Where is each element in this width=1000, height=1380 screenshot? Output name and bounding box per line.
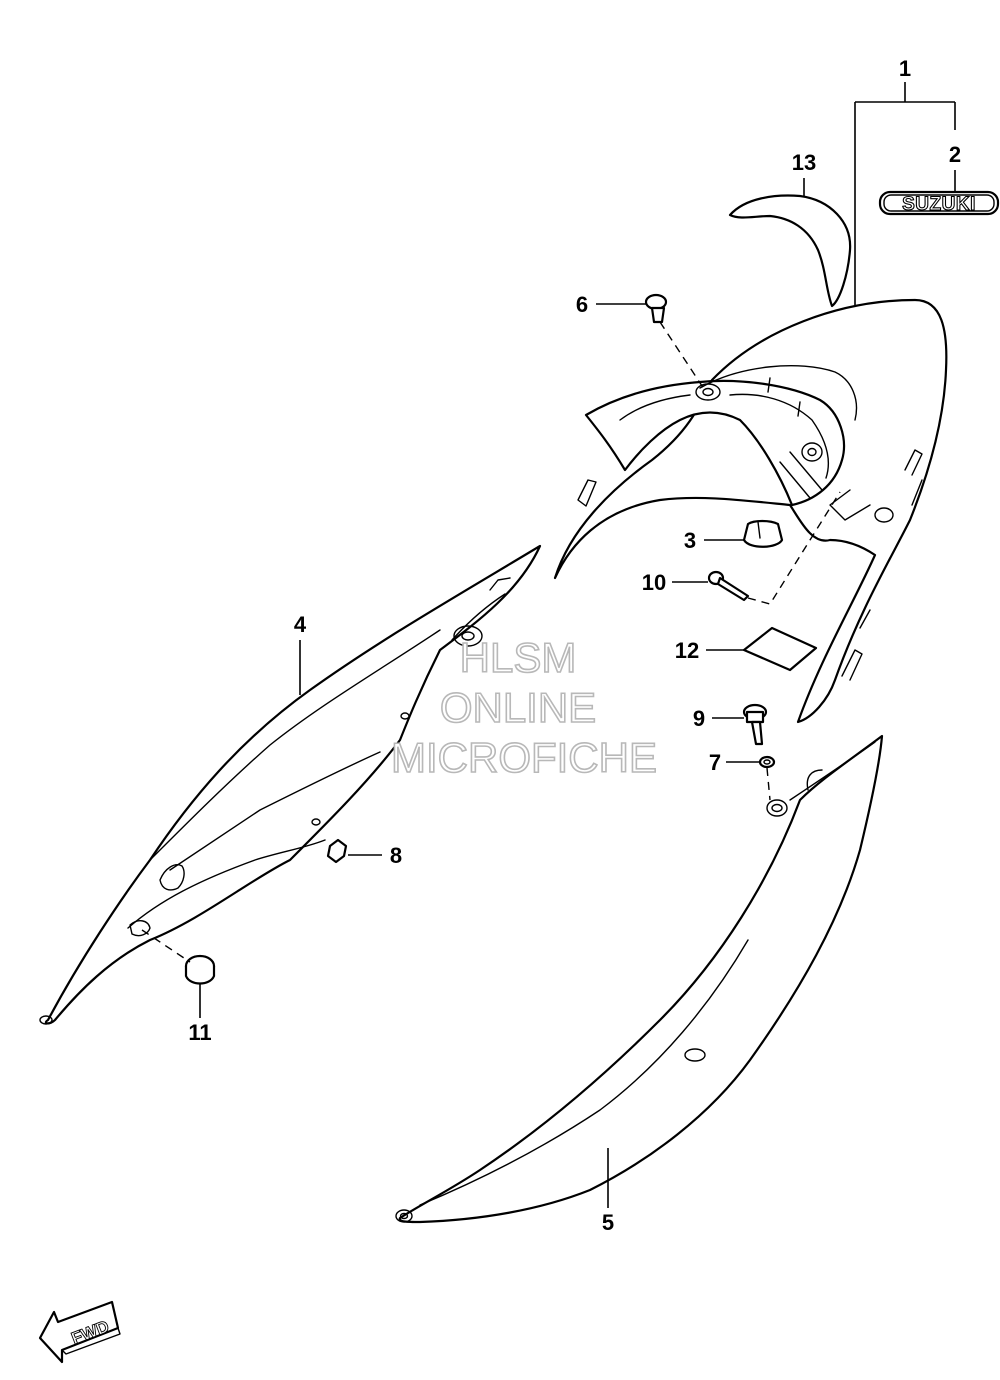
callout-7: 7 [709, 750, 721, 775]
part-9-bolt[interactable] [742, 703, 768, 746]
part-11-cushion[interactable] [184, 954, 216, 985]
callout-11: 11 [188, 1020, 211, 1045]
watermark: HLSM ONLINE MICROFICHE [390, 633, 658, 782]
part-4-left-side-cover[interactable] [39, 544, 542, 1025]
callout-5: 5 [602, 1210, 614, 1235]
assembly-line-11 [141, 929, 191, 963]
callout-4: 4 [294, 612, 307, 637]
watermark-line-3: MICROFICHE [391, 734, 657, 781]
part-10-screw[interactable] [707, 570, 750, 602]
assembly-line-10 [747, 491, 841, 605]
callout-10: 10 [642, 570, 666, 595]
callout-12: 12 [675, 638, 699, 663]
watermark-line-1: HLSM [460, 634, 577, 681]
part-5-right-side-cover[interactable] [395, 734, 884, 1224]
callout-1: 1 [899, 56, 911, 81]
watermark-line-2: ONLINE [440, 684, 596, 731]
part-3-cushion[interactable] [742, 519, 784, 548]
part-12-pad[interactable] [742, 626, 818, 672]
leader-lines [199, 82, 956, 1208]
callout-13: 13 [792, 150, 816, 175]
assembly-line-6 [659, 321, 707, 393]
callout-9: 9 [693, 706, 705, 731]
part-13-tail-pad[interactable] [728, 194, 852, 308]
callout-numbers: 1 2 13 6 3 10 12 9 7 8 11 4 5 [188, 56, 961, 1235]
part-8-clip[interactable] [326, 838, 348, 864]
callout-6: 6 [576, 292, 588, 317]
part-2-emblem[interactable]: SUZUKI [878, 190, 1000, 216]
callout-3: 3 [684, 528, 696, 553]
fwd-arrow: FWD [38, 1300, 121, 1364]
part-7-washer[interactable] [758, 755, 776, 769]
part-1-rear-cowl[interactable] [553, 298, 948, 724]
assembly-line-7 [766, 767, 771, 801]
emblem-text: SUZUKI [902, 194, 976, 215]
callout-8: 8 [390, 843, 402, 868]
part-6-screw[interactable] [644, 293, 668, 324]
callout-2: 2 [949, 142, 961, 167]
